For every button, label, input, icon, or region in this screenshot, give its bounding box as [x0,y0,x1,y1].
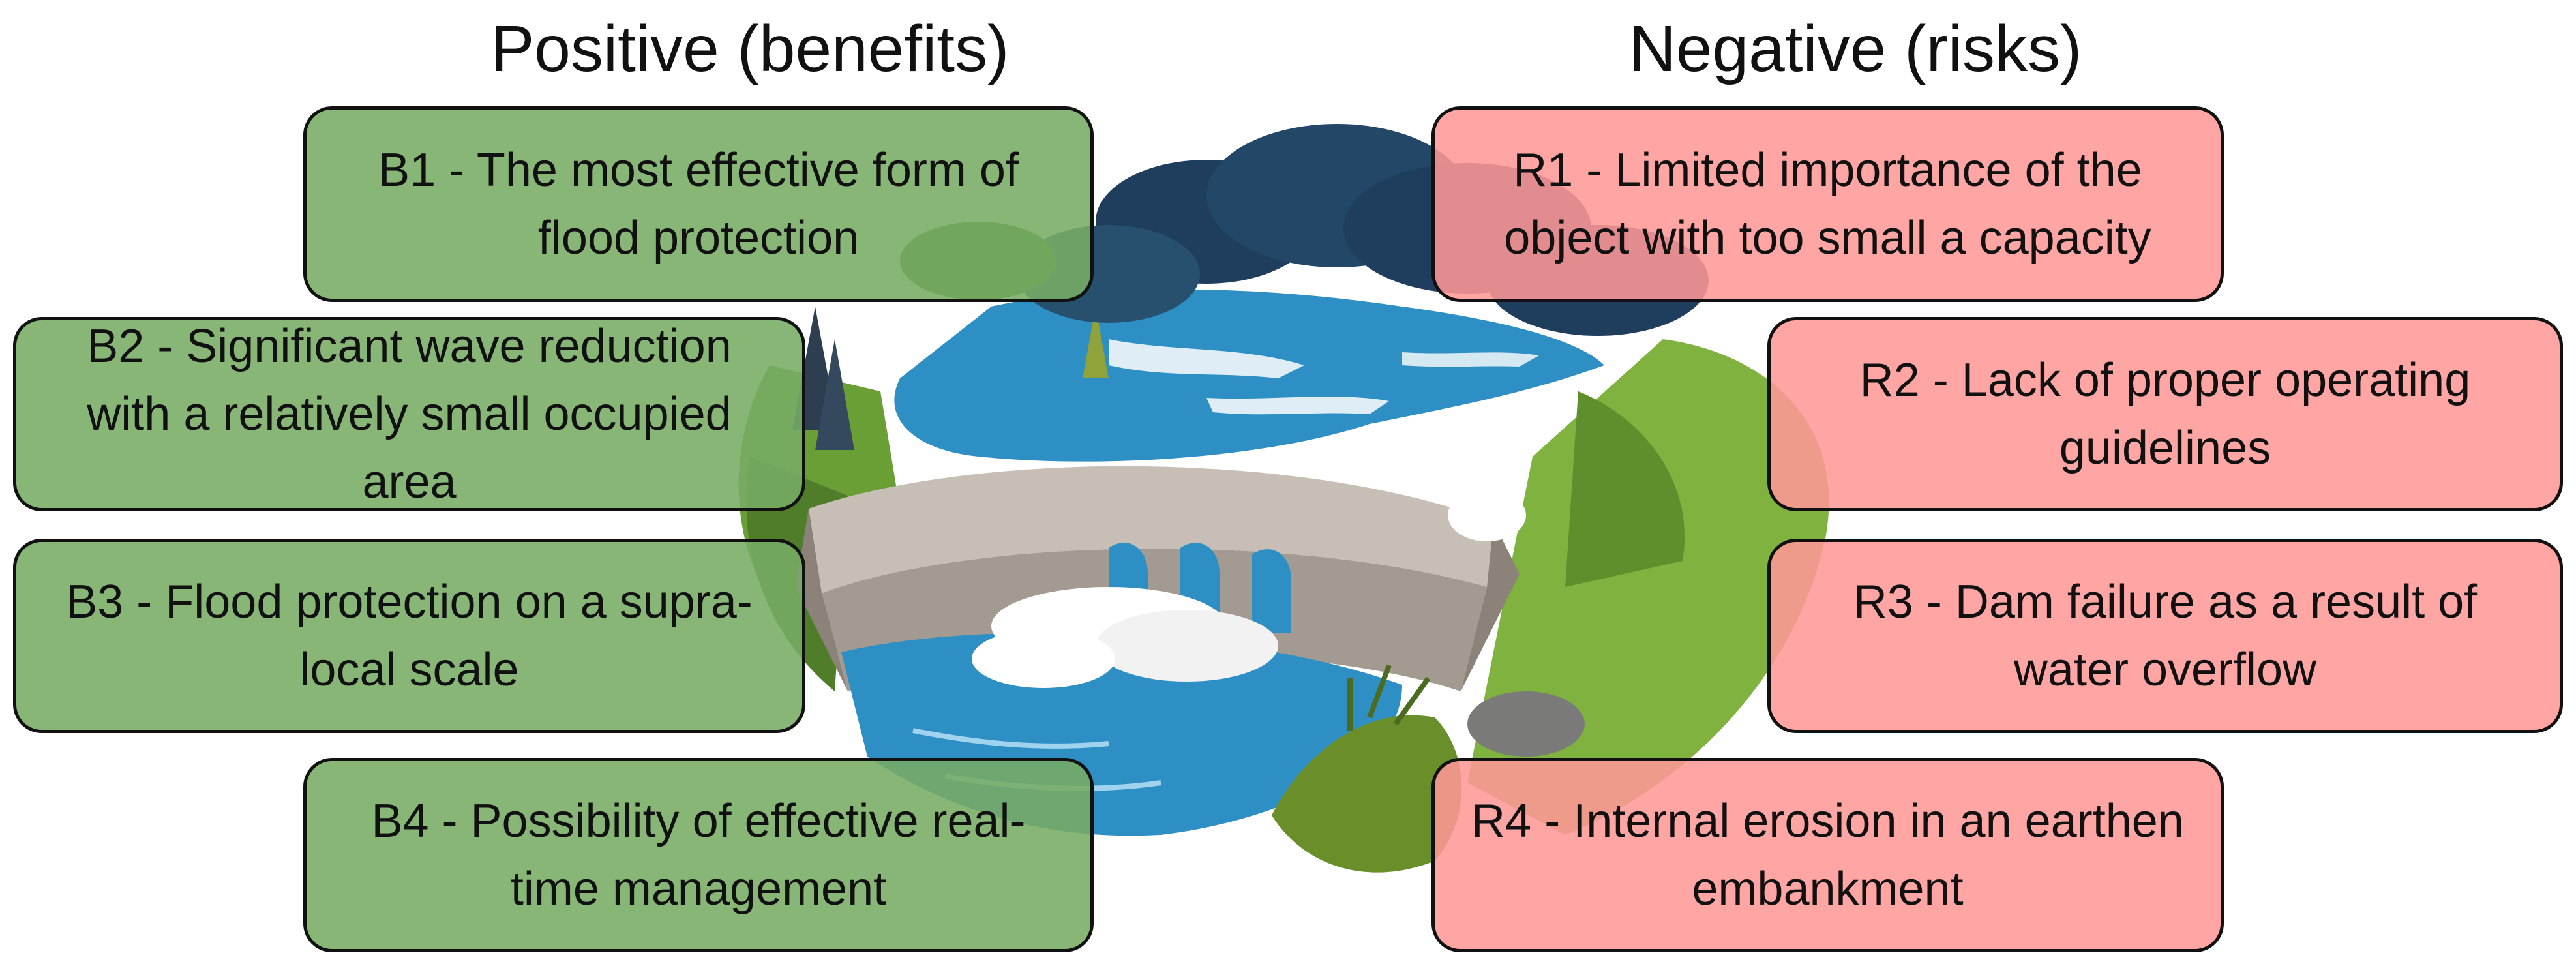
risk-label-r4: R4 - Internal erosion in an earthen emba… [1471,795,2184,915]
risk-box-r4: R4 - Internal erosion in an earthen emba… [1431,758,2224,952]
benefit-label-b2: B2 - Significant wave reduction with a r… [87,320,732,508]
benefit-box-b3: B3 - Flood protection on a supra-local s… [13,539,805,733]
benefit-label-b3: B3 - Flood protection on a supra-local s… [66,576,753,696]
river-upstream [894,289,1604,462]
positive-benefits-heading: Positive (benefits) [490,12,1010,85]
risk-label-r1: R1 - Limited importance of the object wi… [1504,144,2151,264]
benefit-label-b1: B1 - The most effective form of flood pr… [378,144,1019,264]
riverbank-plants [1272,664,1585,873]
risk-box-r3: R3 - Dam failure as a result of water ov… [1767,539,2563,733]
risk-box-r1: R1 - Limited importance of the object wi… [1431,106,2224,302]
benefit-box-b4: B4 - Possibility of effective real-time … [303,758,1094,952]
benefit-box-b1: B1 - The most effective form of flood pr… [303,106,1094,302]
risk-box-r2: R2 - Lack of proper operating guidelines [1767,317,2563,511]
risk-label-r3: R3 - Dam failure as a result of water ov… [1853,576,2478,696]
risk-label-r2: R2 - Lack of proper operating guidelines [1859,354,2471,474]
negative-risks-heading: Negative (risks) [1628,12,2082,85]
benefit-box-b2: B2 - Significant wave reduction with a r… [13,317,805,511]
benefit-label-b4: B4 - Possibility of effective real-time … [371,795,1026,915]
